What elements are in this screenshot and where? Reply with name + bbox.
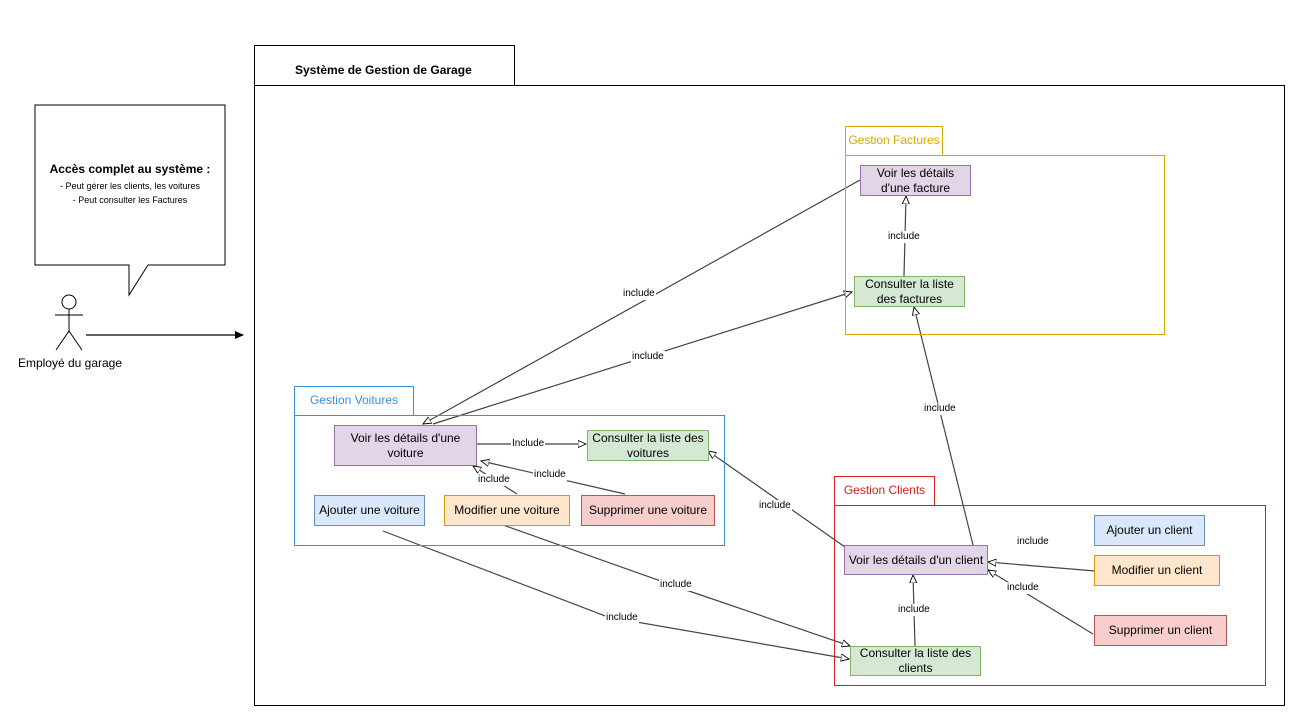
note-line-2: - Peut consulter les Factures [72, 195, 188, 205]
usecase-voir-voiture[interactable]: Voir les détails d'une voiture [334, 425, 477, 466]
actor-label: Employé du garage [17, 356, 123, 370]
package-voitures [294, 415, 725, 546]
usecase-liste-factures[interactable]: Consulter la liste des factures [854, 276, 965, 307]
system-title: Système de Gestion de Garage [254, 45, 515, 86]
package-clients [834, 505, 1266, 686]
edge-suppr-client [988, 570, 1094, 635]
edge-label: include [1016, 536, 1050, 548]
usecase-voir-facture[interactable]: Voir les détails d'une facture [860, 165, 971, 196]
usecase-ajouter-client[interactable]: Ajouter un client [1094, 515, 1205, 546]
edge-label: Include [511, 438, 546, 450]
package-voitures-title: Gestion Voitures [294, 386, 414, 416]
usecase-modifier-client[interactable]: Modifier un client [1094, 555, 1220, 586]
actor-figure [55, 294, 83, 351]
edge-label: include [477, 474, 511, 486]
usecase-supprimer-client[interactable]: Supprimer un client [1094, 615, 1227, 646]
note-line-1: - Peut gérer les clients, les voitures [59, 181, 201, 191]
edge-label: include [622, 288, 656, 300]
edge-label: include [887, 231, 921, 243]
edge-label: include [897, 604, 931, 616]
edge-label: include [1006, 582, 1040, 594]
usecase-voir-client[interactable]: Voir les détails d'un client [844, 545, 988, 575]
edge-label: include [923, 403, 957, 415]
note-text: Accès complet au système : - Peut gérer … [38, 162, 222, 207]
edge-voiture-facture [423, 179, 861, 424]
edge-client-liste-voitures [708, 451, 846, 548]
usecase-liste-voitures[interactable]: Consulter la liste des voitures [587, 430, 709, 461]
edge-modif-client [988, 562, 1096, 572]
usecase-liste-clients[interactable]: Consulter la liste des clients [850, 646, 981, 676]
edge-label: include [659, 579, 693, 591]
usecase-ajouter-voiture[interactable]: Ajouter une voiture [314, 495, 425, 526]
package-factures-title: Gestion Factures [845, 126, 943, 156]
note-callout [34, 104, 226, 297]
note-title: Accès complet au système : [49, 162, 211, 176]
edge-label: include [631, 351, 665, 363]
system-boundary [254, 85, 1285, 706]
edge-label: include [758, 500, 792, 512]
edge-label: include [605, 612, 639, 624]
package-factures [845, 155, 1165, 335]
usecase-supprimer-voiture[interactable]: Supprimer une voiture [581, 495, 715, 526]
edge-label: include [533, 469, 567, 481]
usecase-modifier-voiture[interactable]: Modifier une voiture [444, 495, 570, 526]
package-clients-title: Gestion Clients [834, 476, 935, 506]
